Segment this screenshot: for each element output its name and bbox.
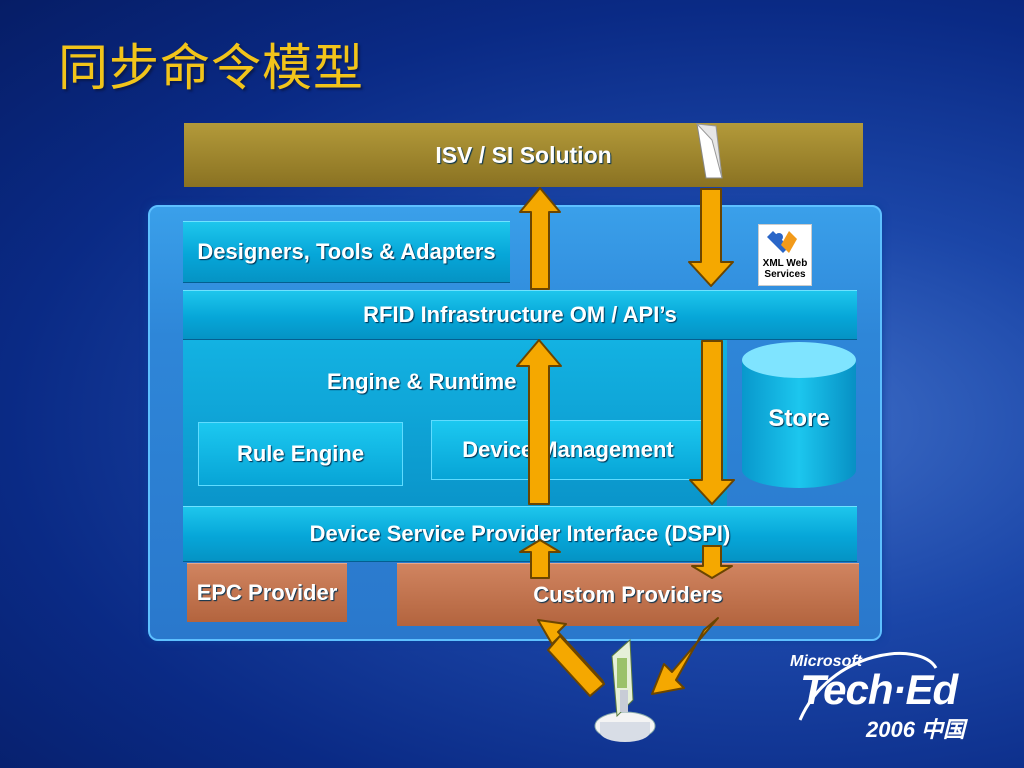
isv-solution-label: ISV / SI Solution xyxy=(435,141,612,168)
device-management-box: Device Management xyxy=(431,420,705,480)
dspi-label: Device Service Provider Interface (DSPI) xyxy=(309,521,731,546)
custom-providers-box: Custom Providers xyxy=(397,563,859,626)
designers-tools-label: Designers, Tools & Adapters xyxy=(197,239,496,264)
rfid-reader-icon xyxy=(594,638,656,742)
down-arrow-upper xyxy=(688,188,734,287)
xml-web-services-label: XML Web Services xyxy=(762,258,808,280)
rfid-infrastructure-bar: RFID Infrastructure OM / API’s xyxy=(183,290,857,340)
device-management-label: Device Management xyxy=(462,437,674,462)
engine-runtime-label: Engine & Runtime xyxy=(327,369,517,394)
teched-year-text: 2006 中国 xyxy=(866,717,966,742)
diagonal-arrow-down xyxy=(651,617,719,695)
custom-providers-label: Custom Providers xyxy=(533,582,723,607)
designers-tools-box: Designers, Tools & Adapters xyxy=(183,221,510,283)
rfid-infrastructure-label: RFID Infrastructure OM / API’s xyxy=(363,302,677,327)
down-arrow-lower xyxy=(691,545,733,579)
microsoft-logo-text: Microsoft xyxy=(790,653,862,670)
teched-logo-text: Tech·Ed xyxy=(800,666,958,713)
store-label: Store xyxy=(768,405,830,432)
up-arrow-lower xyxy=(519,539,561,579)
xml-web-services-icon: XML Web Services xyxy=(758,224,812,286)
isv-solution-bar: ISV / SI Solution xyxy=(184,123,863,187)
up-arrow-upper xyxy=(519,187,561,290)
down-arrow-middle xyxy=(689,340,735,505)
epc-provider-box: EPC Provider xyxy=(187,563,347,622)
page-title: 同步命令模型 xyxy=(58,39,364,97)
up-arrow-middle xyxy=(516,339,562,505)
rule-engine-box: Rule Engine xyxy=(198,422,403,486)
rule-engine-label: Rule Engine xyxy=(236,441,365,466)
epc-provider-label: EPC Provider xyxy=(196,580,338,605)
document-icon xyxy=(695,122,723,179)
